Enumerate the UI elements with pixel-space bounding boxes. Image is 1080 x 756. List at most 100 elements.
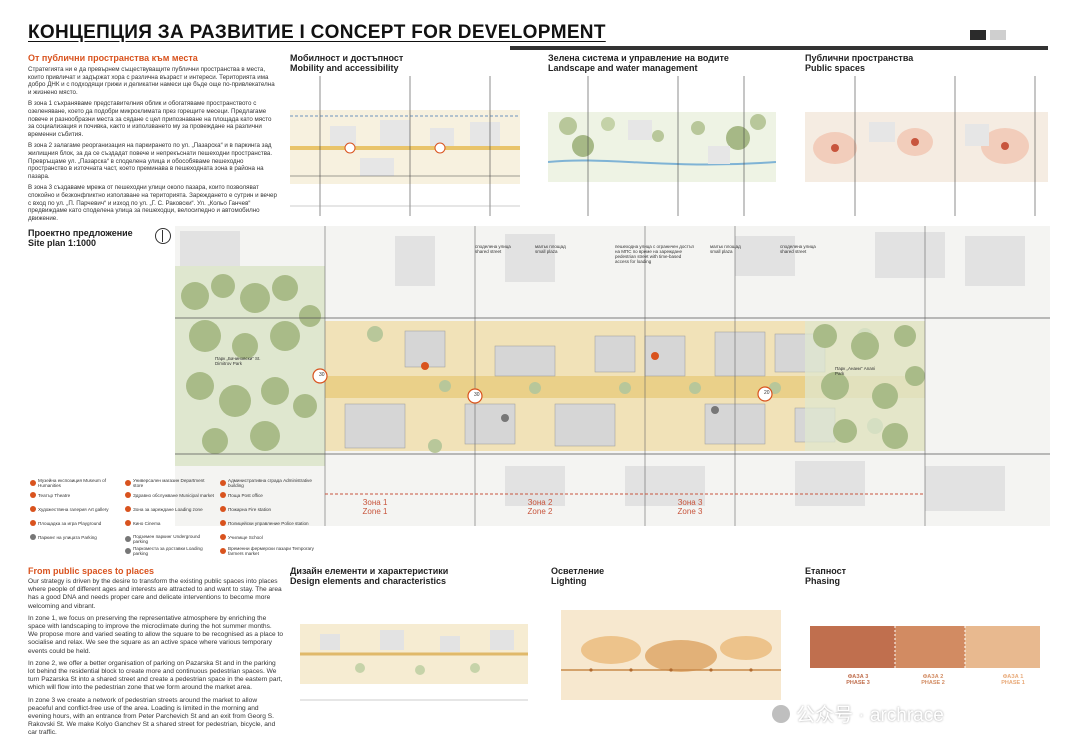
lighting-heading: Осветление Lighting (551, 566, 751, 586)
watermark-text: 公众号 · archrace (796, 705, 944, 726)
phasing-heading-en: Phasing (805, 576, 841, 586)
mobility-diagram (290, 76, 520, 216)
parking-icon (30, 534, 36, 540)
phase-3-bg: ФАЗА 3 (847, 674, 869, 680)
mobility-heading-bg: Мобилност и достъпност (290, 53, 404, 63)
label-shared-street: споделена улица shared street (475, 244, 511, 254)
intro-en-p1: Our strategy is driven by the desire to … (28, 578, 282, 610)
header-rule (510, 46, 1048, 50)
legend-item: Кино Cinema (125, 520, 215, 526)
page-title: КОНЦЕПЦИЯ ЗА РАЗВИТИЕ I CONCEPT FOR DEVE… (28, 22, 606, 43)
legend-item: Художествена галерия Art gallery (30, 506, 120, 512)
landscape-heading: Зелена система и управление на водите La… (548, 53, 788, 73)
legend-item: Паркинг на улицата Parking (30, 534, 120, 540)
landscape-heading-bg: Зелена система и управление на водите (548, 53, 729, 63)
places-bg-heading: От публични пространства към места (28, 53, 198, 63)
site-plan: 30 30 20 споделена улица shared street м… (175, 226, 1050, 526)
speed-sign-1: 30 (319, 372, 325, 378)
post-icon (220, 492, 226, 498)
zone-3-bg: Зона 3 (677, 498, 703, 507)
farmers-market-icon (220, 548, 226, 554)
mobility-heading-en: Mobility and accessibility (290, 63, 399, 73)
intro-bg-p3: В зона 2 залагаме реорганизация на парки… (28, 142, 273, 180)
legend-item: Зона за зареждане Loading zone (125, 506, 215, 512)
zone-1-bg: Зона 1 (362, 498, 388, 507)
zone-2-bg: Зона 2 (527, 498, 553, 507)
theatre-icon (30, 492, 36, 498)
public-heading-bg: Публични пространства (805, 53, 914, 63)
phase-1-en: PHASE 1 (1001, 680, 1025, 686)
siteplan-heading-bg: Проектно предложение (28, 228, 133, 238)
legend-item: Полицейски управление Police station (220, 520, 315, 526)
lighting-heading-en: Lighting (551, 576, 587, 586)
intro-bg-p4: В зона 3 създаваме мрежа от пешеходни ул… (28, 184, 277, 222)
speed-sign-3: 20 (764, 390, 770, 396)
legend-item: Училище School (220, 534, 315, 540)
label-pedestrian-street: пешеходна улица с ограничен достъп на МП… (615, 244, 694, 264)
legend-item: Пожарна Fire station (220, 506, 315, 512)
lighting-drawing (561, 610, 781, 700)
landscape-map (548, 76, 776, 216)
phase-3-en: PHASE 3 (846, 680, 870, 686)
label-park-left: Парк „Бачиновски“ St. Dimitrov Park (215, 356, 261, 366)
corner-mark-light (990, 30, 1006, 40)
police-icon (220, 520, 226, 526)
school-icon (220, 534, 226, 540)
store-icon (125, 480, 131, 486)
intro-en-p2: In zone 1, we focus on preserving the re… (28, 614, 283, 655)
design-heading-en: Design elements and characteristics (290, 576, 447, 586)
landscape-heading-en: Landscape and water management (548, 63, 698, 73)
site-plan-legend: Музейна експозиция Museum of Humanities … (30, 478, 315, 558)
legend-item: Временни фермерски пазари Temporary farm… (220, 546, 315, 556)
cinema-icon (125, 520, 131, 526)
legend-item: Паркоместа за доставки Loading parking (125, 546, 215, 556)
zone-1-en: Zone 1 (362, 507, 388, 516)
design-diagram (290, 590, 538, 730)
zone-3-en: Zone 3 (677, 507, 703, 516)
phasing-heading: Етапност Phasing (805, 566, 1005, 586)
intro-bg-p2: В зона 1 съхраняваме представителния обл… (28, 100, 272, 138)
museum-icon (30, 480, 36, 486)
places-en-heading: From public spaces to places (28, 566, 155, 576)
legend-item: Подземен паркинг Underground parking (125, 534, 215, 544)
legend-item: Театър Theatre (30, 492, 120, 498)
legend-item: Площадка за игра Playground (30, 520, 120, 526)
watermark: 公众号 · archrace (772, 700, 944, 727)
site-plan-drawing (175, 226, 1050, 526)
zone-2-label: Зона 2 Zone 2 (515, 498, 565, 516)
phasing-diagram (805, 622, 1045, 672)
playground-icon (30, 520, 36, 526)
phase-2-label: ФАЗА 2 PHASE 2 (915, 674, 951, 686)
intro-text-bg: Стратегията ни е да превърнем съществува… (28, 66, 278, 226)
intro-text-en: Our strategy is driven by the desire to … (28, 578, 283, 742)
underground-parking-icon (125, 536, 131, 542)
north-arrow-icon (155, 228, 171, 244)
phase-2-bg: ФАЗА 2 (922, 674, 944, 680)
siteplan-heading-en: Site plan 1:1000 (28, 238, 97, 248)
label-park-right: Парк „Анани“ Anani Park (835, 366, 876, 376)
phase-3-label: ФАЗА 3 PHASE 3 (840, 674, 876, 686)
label-shared-street-2: споделена улица shared street (780, 244, 816, 254)
loading-icon (125, 506, 131, 512)
public-map (805, 76, 1048, 216)
gallery-icon (30, 506, 36, 512)
speed-sign-2: 30 (474, 392, 480, 398)
public-diagram (805, 76, 1048, 216)
phase-2-en: PHASE 2 (921, 680, 945, 686)
mobility-heading: Мобилност и достъпност Mobility and acce… (290, 53, 510, 73)
landscape-diagram (548, 76, 776, 216)
phase-1-label: ФАЗА 1 PHASE 1 (995, 674, 1031, 686)
public-heading: Публични пространства Public spaces (805, 53, 1045, 73)
siteplan-heading: Проектно предложение Site plan 1:1000 (28, 228, 158, 248)
zone-1-label: Зона 1 Zone 1 (350, 498, 400, 516)
corner-mark-dark (970, 30, 986, 40)
zone-3-label: Зона 3 Zone 3 (665, 498, 715, 516)
legend-item: Поща Post office (220, 492, 315, 498)
intro-en-p4: In zone 3 we create a network of pedestr… (28, 696, 276, 737)
legend-item: Здравно обслужване Municipal market (125, 492, 215, 498)
intro-bg-p1: Стратегията ни е да превърнем съществува… (28, 66, 275, 96)
lighting-diagram (551, 590, 791, 730)
market-icon (125, 492, 131, 498)
public-heading-en: Public spaces (805, 63, 866, 73)
